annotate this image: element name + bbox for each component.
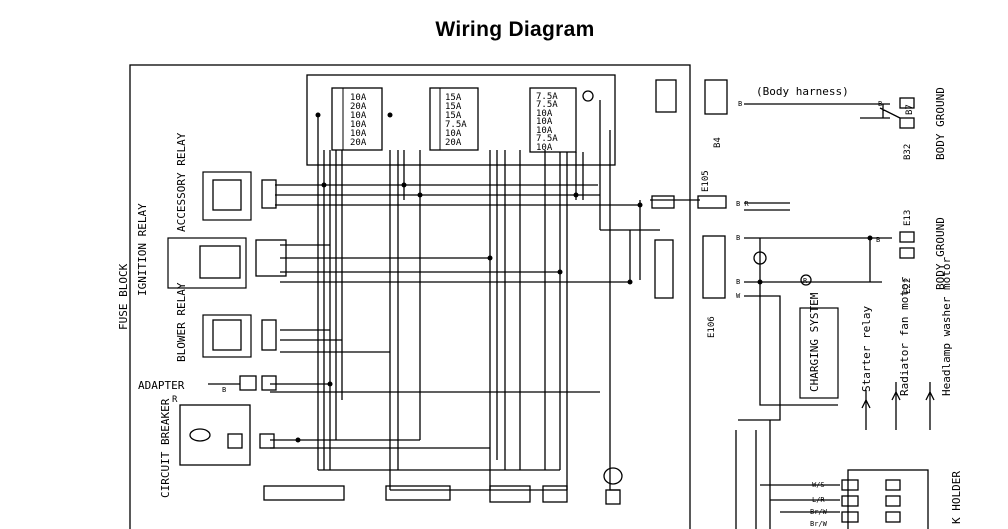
wire-code: Br/W: [810, 508, 828, 516]
wire-code: B: [876, 236, 880, 244]
wire-code: R: [803, 277, 808, 285]
wire-bundle: [270, 100, 700, 491]
headlamp-washer-motor-label: Headlamp washer motor: [940, 257, 953, 396]
connector-e22: E22: [903, 278, 913, 294]
bottom-connectors: [263, 467, 623, 505]
wire-code: B: [878, 100, 882, 108]
body-ground-label-2: BODY GROUND: [934, 217, 947, 290]
fuse-label: 7.5A: [536, 134, 558, 144]
fuse-block-outline: [129, 64, 691, 529]
blower-relay-label: BLOWER RELAY: [175, 282, 188, 362]
charging-system-box: [799, 307, 839, 399]
accessory-relay-label: ACCESSORY RELAY: [175, 132, 188, 232]
circuit-breaker-label: CIRCUIT BREAKER: [159, 398, 172, 498]
fuse-group-2: 15A 15A 15A 7.5A 10A 20A: [429, 87, 479, 151]
fuse-label: 10A: [536, 109, 553, 119]
wire-code: L/R: [812, 496, 825, 504]
fuse-label: 20A: [445, 138, 462, 148]
adapter-r-mark: R: [172, 395, 178, 405]
wire-code: B: [736, 234, 740, 242]
fuse-label: 10A: [445, 129, 462, 139]
fuse-label: 10A: [350, 129, 367, 139]
radiator-fan-motor-label: Radiator fan motor: [898, 276, 911, 396]
connector-e106: E106: [707, 316, 717, 338]
adapter-label: ADAPTER: [138, 379, 185, 392]
wire-code: Br/W: [810, 520, 828, 528]
fuse-label: 15A: [445, 102, 462, 112]
wire-code: B: [736, 278, 740, 286]
connector-b32: B32: [903, 144, 913, 160]
fuse-label: 20A: [350, 138, 367, 148]
fuse-label: 7.5A: [536, 100, 558, 110]
fuse-label: 15A: [445, 111, 462, 121]
fuse-group-1: 10A 20A 10A 10A 10A 20A: [331, 87, 383, 151]
connector-e13: E13: [903, 210, 913, 226]
fuse-label: 20A: [350, 102, 367, 112]
wire-code: W: [736, 292, 741, 300]
body-ground-label-1: BODY GROUND: [934, 87, 947, 160]
fuse-label: 10A: [536, 126, 553, 136]
circuit-breaker-symbol: [179, 404, 275, 466]
connector-b4: B4: [713, 137, 723, 148]
fuse-label: 10A: [350, 111, 367, 121]
accessory-relay-symbol: [202, 171, 277, 221]
fuse-label: 10A: [350, 120, 367, 130]
body-harness-label: (Body harness): [756, 85, 849, 98]
fuse-panel-outline: [306, 74, 616, 166]
junction-dots: [295, 112, 643, 443]
fuse-label: 10A: [350, 93, 367, 103]
wire-code: B: [738, 100, 742, 108]
fuse-label: 7.5A: [445, 120, 467, 130]
fuse-holder-box: [847, 469, 929, 529]
right-wiring: [735, 103, 935, 529]
wire-code: B R: [736, 200, 749, 208]
diagram-title: Wiring Diagram: [435, 18, 595, 41]
fuse-group-3: 7.5A 7.5A 10A 10A 10A 7.5A 10A: [529, 87, 594, 153]
fuse-label: 10A: [536, 117, 553, 127]
charging-system-label: CHARGING SYSTEM: [808, 292, 821, 392]
adapter-connector-symbol: [208, 375, 277, 391]
wire-code: B: [222, 386, 226, 394]
connector-b7: B7: [905, 104, 915, 115]
fuse-holder-label: K HOLDER: [950, 471, 963, 524]
ignition-relay-label: IGNITION RELAY: [136, 203, 149, 296]
starter-relay-label: Starter relay: [860, 306, 873, 392]
fuse-label: 10A: [536, 143, 553, 153]
wire-code: W/S: [812, 481, 825, 489]
connector-e105: E105: [701, 170, 711, 192]
fuse-block-label: FUSE BLOCK: [117, 263, 130, 330]
ignition-relay-symbol: [167, 237, 287, 289]
right-connectors: [651, 79, 915, 299]
fuse-label: 15A: [445, 93, 462, 103]
fuse-label: 7.5A: [536, 92, 558, 102]
blower-relay-symbol: [202, 314, 277, 358]
